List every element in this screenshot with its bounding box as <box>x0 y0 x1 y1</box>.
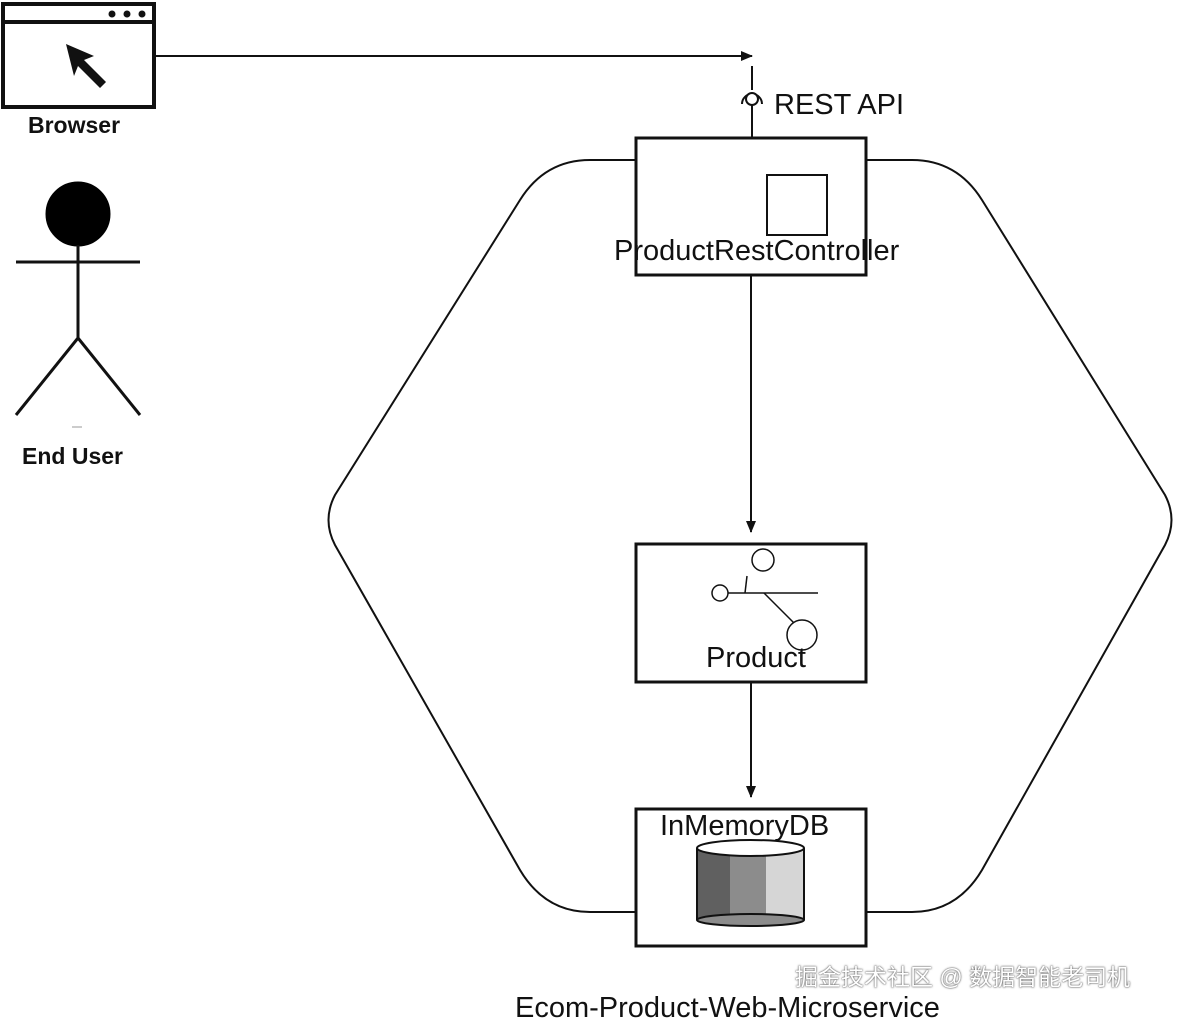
controller-label: ProductRestController <box>614 235 900 267</box>
entity-relation-icon <box>711 548 818 651</box>
browser-window-icon <box>1 2 156 109</box>
rest-api-interface-icon <box>741 66 763 137</box>
in-memory-db-box <box>634 807 868 948</box>
watermark-text: 掘金技术社区 @ 数据智能老司机 <box>795 964 1131 990</box>
product-label: Product <box>706 642 806 674</box>
microservice-boundary <box>327 159 1173 913</box>
product-rest-controller-box <box>634 136 868 277</box>
cursor-arrow-icon <box>66 44 106 88</box>
database-cylinder-icon <box>696 839 805 927</box>
rest-api-label: REST API <box>774 89 905 121</box>
end-user-label: End User <box>22 443 123 469</box>
browser-label: Browser <box>28 112 121 138</box>
microservice-label: Ecom-Product-Web-Microservice <box>515 992 940 1024</box>
product-box <box>634 542 868 684</box>
end-user-actor-icon <box>14 181 142 416</box>
component-square-icon <box>766 174 828 236</box>
database-label: InMemoryDB <box>660 810 830 842</box>
